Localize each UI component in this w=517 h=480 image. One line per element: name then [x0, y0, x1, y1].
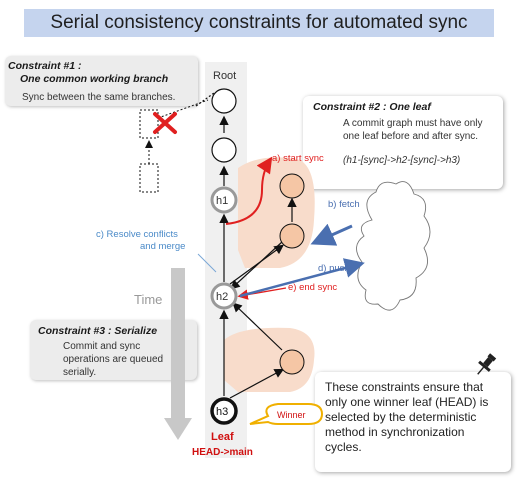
h1-label: h1: [216, 195, 228, 207]
start-sync-label: a) start sync: [272, 153, 324, 164]
constraint-1-body: Sync between the same branches.: [22, 92, 176, 103]
cloud-icon: [356, 181, 431, 311]
constraint-2-formula: (h1-[sync]->h2-[sync]->h3): [343, 155, 461, 166]
h1-node: [210, 186, 238, 214]
head-label: HEAD->main: [192, 447, 253, 458]
constraint-2-heading: Constraint #2 : One leaf: [313, 101, 431, 113]
resolve-label-2: and merge: [140, 241, 185, 252]
winner-label: Winner: [277, 410, 306, 420]
constraint-2-callout: Constraint #2 : One leaf A commit graph …: [303, 96, 503, 189]
start-sync-arrow: [225, 156, 273, 225]
h2-label: h2: [216, 291, 228, 303]
constraint-2-body: A commit graph must have only one leaf b…: [343, 117, 483, 143]
summary-line-4: method in synchronization: [325, 425, 465, 439]
sync-region-lower: [224, 327, 315, 392]
push-arrow: [239, 258, 365, 298]
summary-line-1: These constraints ensure that: [325, 380, 484, 394]
h2-node: [210, 282, 238, 310]
constraint-2-body-line-2: one leaf before and after sync.: [343, 131, 479, 142]
constraint-3-body: Commit and sync operations are queued se…: [63, 340, 163, 379]
disallowed-branch: [139, 99, 209, 193]
constraint-3-body-line-2: operations are queued: [63, 354, 164, 365]
summary-callout: These constraints ensure that only one w…: [315, 372, 511, 472]
constraint-3-body-line-3: serially.: [63, 367, 97, 378]
root-commit-node: [211, 88, 237, 114]
h3-label: h3: [216, 406, 228, 418]
fetch-label: b) fetch: [328, 199, 360, 210]
time-label: Time: [134, 292, 162, 307]
fetch-arrow: [310, 223, 353, 246]
push-pin-icon: [477, 353, 497, 375]
sync-node-upper-2: [279, 223, 305, 249]
root-label: Root: [213, 70, 236, 82]
constraint-3-heading: Constraint #3 : Serialize: [38, 325, 158, 337]
constraint-1-subheading: One common working branch: [20, 73, 169, 85]
leaf-label: Leaf: [211, 431, 234, 443]
resolve-label-1: c) Resolve conflicts: [96, 229, 178, 240]
page-title: Serial consistency constraints for autom…: [24, 9, 494, 37]
end-sync-label: e) end sync: [288, 282, 337, 293]
sync-node-upper-1: [279, 173, 305, 199]
constraint-1-callout: Constraint #1 : One common working branc…: [5, 56, 198, 106]
constraint-1-heading: Constraint #1 :: [8, 60, 82, 72]
red-x-icon: [153, 112, 177, 134]
push-label: d) push: [318, 263, 350, 274]
summary-line-3: selected by the deterministic: [325, 410, 477, 424]
winner-bubble: [249, 403, 324, 425]
summary-text: These constraints ensure that only one w…: [325, 380, 488, 455]
resolve-pointer: [197, 253, 217, 273]
constraint-3-callout: Constraint #3 : Serialize Commit and syn…: [30, 320, 197, 380]
summary-line-5: cycles.: [325, 440, 362, 454]
constraint-2-body-line-1: A commit graph must have only: [343, 118, 483, 129]
constraint-3-body-line-1: Commit and sync: [63, 341, 141, 352]
h3-node: [210, 397, 238, 425]
summary-line-2: only one winner leaf (HEAD) is: [325, 395, 489, 409]
commit-node-2: [211, 137, 237, 163]
time-arrow-icon: [164, 268, 192, 440]
sync-node-lower: [279, 349, 305, 375]
sync-region-upper: [238, 157, 315, 268]
